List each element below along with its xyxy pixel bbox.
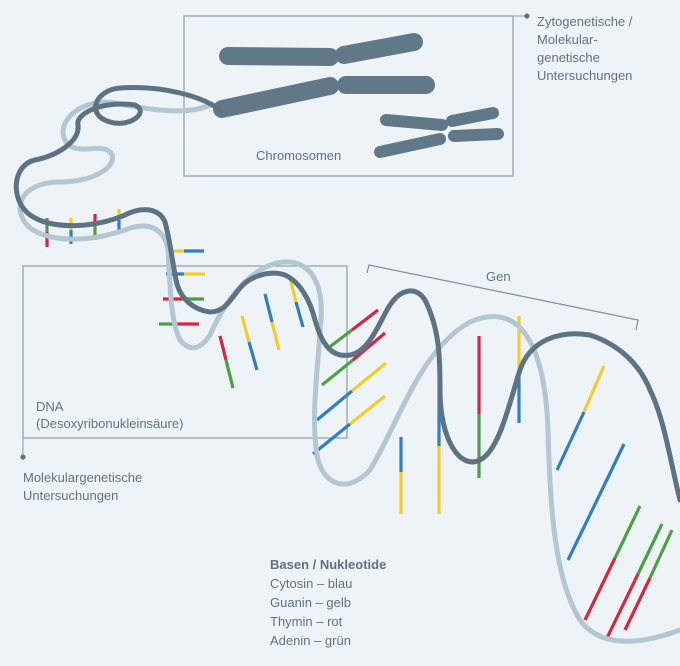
- cyto-label-3: genetische: [537, 50, 600, 65]
- chromosome-label: Chromosomen: [256, 148, 341, 163]
- legend-item-guanine: Guanin – gelb: [270, 595, 351, 610]
- chromosome-pair-large: [213, 33, 435, 118]
- chromosome-box: [183, 15, 514, 177]
- legend: Basen / Nukleotide Cytosin – blau Guanin…: [270, 557, 386, 648]
- legend-item-thymine: Thymin – rot: [270, 614, 343, 629]
- gene-label: Gen: [486, 269, 511, 284]
- cyto-dot: [524, 13, 530, 19]
- cyto-label-4: Untersuchungen: [537, 68, 632, 83]
- cyto-label-1: Zytogenetische /: [537, 14, 633, 29]
- legend-item-adenine: Adenin – grün: [270, 633, 351, 648]
- chromosome-pair-small: [374, 107, 504, 158]
- gene-bracket: [366, 264, 639, 331]
- legend-item-cytosine: Cytosin – blau: [270, 576, 352, 591]
- molgen-label-1: Molekulargenetische: [23, 470, 142, 485]
- molgen-label-2: Untersuchungen: [23, 488, 118, 503]
- dna-sublabel: (Desoxyribonukleinsäure): [36, 416, 183, 431]
- legend-title: Basen / Nukleotide: [270, 557, 386, 572]
- cyto-label-2: Molekular-: [537, 32, 598, 47]
- dna-label: DNA: [36, 399, 64, 414]
- dna-strand-dark: [13, 85, 680, 503]
- dna-box: [22, 265, 348, 439]
- base-pairs: [45, 209, 674, 641]
- molgen-dot: [20, 454, 26, 460]
